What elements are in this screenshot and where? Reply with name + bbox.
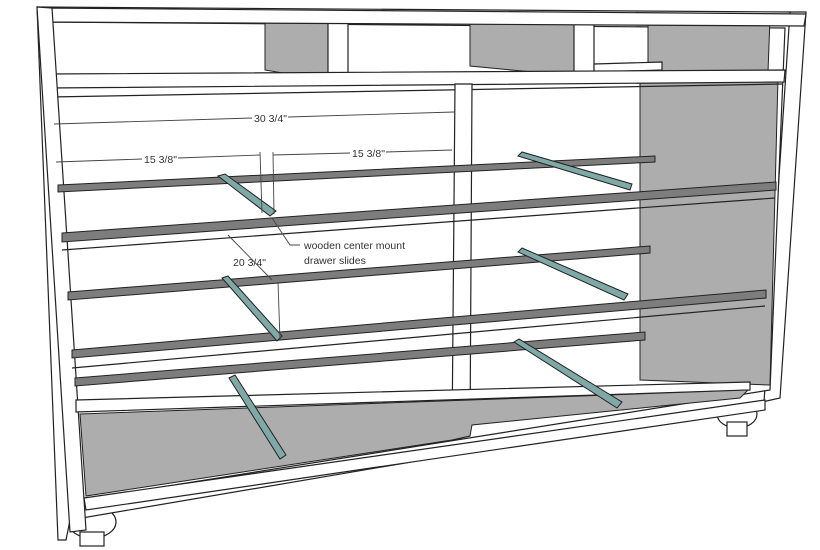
slide-right-2 bbox=[517, 247, 629, 301]
slide-left-2 bbox=[221, 275, 283, 342]
front-rail-1 bbox=[61, 181, 777, 243]
top-small-rail bbox=[593, 61, 663, 73]
back-rail-1 bbox=[57, 155, 656, 193]
annotation-line-2: drawer slides bbox=[304, 255, 366, 267]
dimension-lines bbox=[53, 111, 455, 341]
dim-right-width: 15 3/8" bbox=[352, 148, 385, 160]
back-rail-2 bbox=[67, 245, 651, 301]
left-stile bbox=[36, 6, 87, 533]
front-rail-2 bbox=[71, 289, 767, 359]
top-divider-shade-1 bbox=[264, 17, 329, 81]
dim-overall-width: 30 3/4" bbox=[254, 113, 287, 125]
slide-right-3 bbox=[513, 338, 623, 409]
bottom-rail bbox=[83, 399, 766, 511]
front-rail-3 bbox=[75, 381, 751, 413]
slide-right-1 bbox=[517, 151, 633, 191]
dim-left-width: 15 3/8" bbox=[144, 154, 177, 166]
back-rail-3 bbox=[74, 331, 646, 387]
top-divider-shade-2 bbox=[469, 17, 575, 77]
bottom-floor bbox=[79, 389, 750, 497]
dim-drawer-depth: 20 3/4" bbox=[233, 257, 266, 269]
annotation-line-1: wooden center mount bbox=[303, 240, 405, 252]
slide-left-3 bbox=[228, 374, 287, 460]
right-interior-shade bbox=[639, 77, 779, 386]
